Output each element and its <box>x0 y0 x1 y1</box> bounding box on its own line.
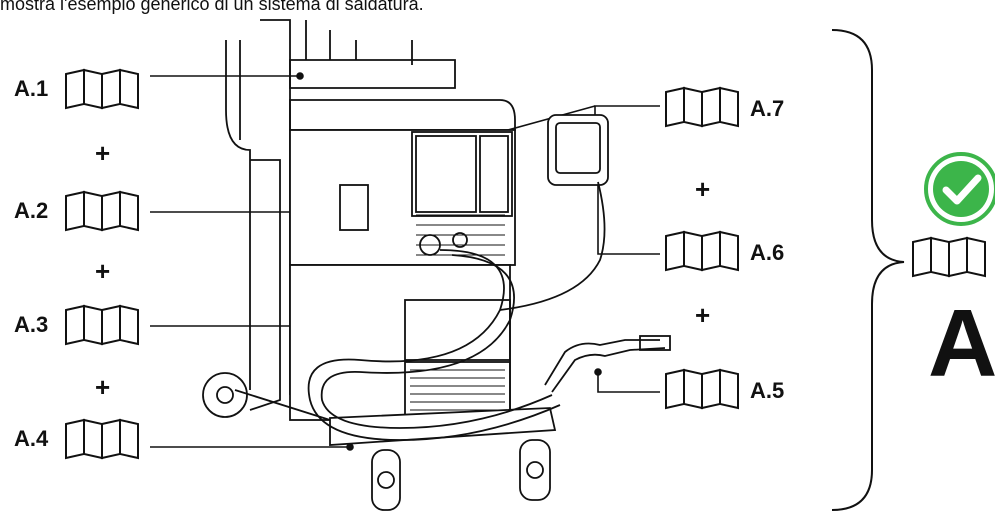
label-a7: A.7 <box>750 96 785 121</box>
welding-machine-illustration <box>202 19 671 511</box>
manual-book-icon-a6 <box>665 231 739 271</box>
manual-book-icon-a3 <box>65 305 139 345</box>
label-a2: A.2 <box>14 198 49 223</box>
label-a5: A.5 <box>750 378 785 403</box>
plus-icon-3: + <box>95 372 111 402</box>
check-circle-icon <box>924 152 995 226</box>
curly-brace <box>831 29 905 511</box>
manual-book-icon-a5 <box>665 369 739 409</box>
summary-letter: A <box>928 290 995 397</box>
manual-book-icon-a7 <box>665 87 739 127</box>
label-a4: A.4 <box>14 426 49 451</box>
plus-icon-5: + <box>695 300 711 330</box>
plus-icon-4: + <box>695 174 711 204</box>
label-a1: A.1 <box>14 76 49 101</box>
label-a3: A.3 <box>14 312 49 337</box>
manual-book-icon-a4 <box>65 419 139 459</box>
plus-icon-2: + <box>95 256 111 286</box>
caption: mostra l'esempio generico di un sistema … <box>0 0 424 14</box>
plus-icon-1: + <box>95 138 111 168</box>
manual-book-icon-summary <box>912 237 986 277</box>
manual-book-icon-a1 <box>65 69 139 109</box>
manual-book-icon-a2 <box>65 191 139 231</box>
label-a6: A.6 <box>750 240 785 265</box>
